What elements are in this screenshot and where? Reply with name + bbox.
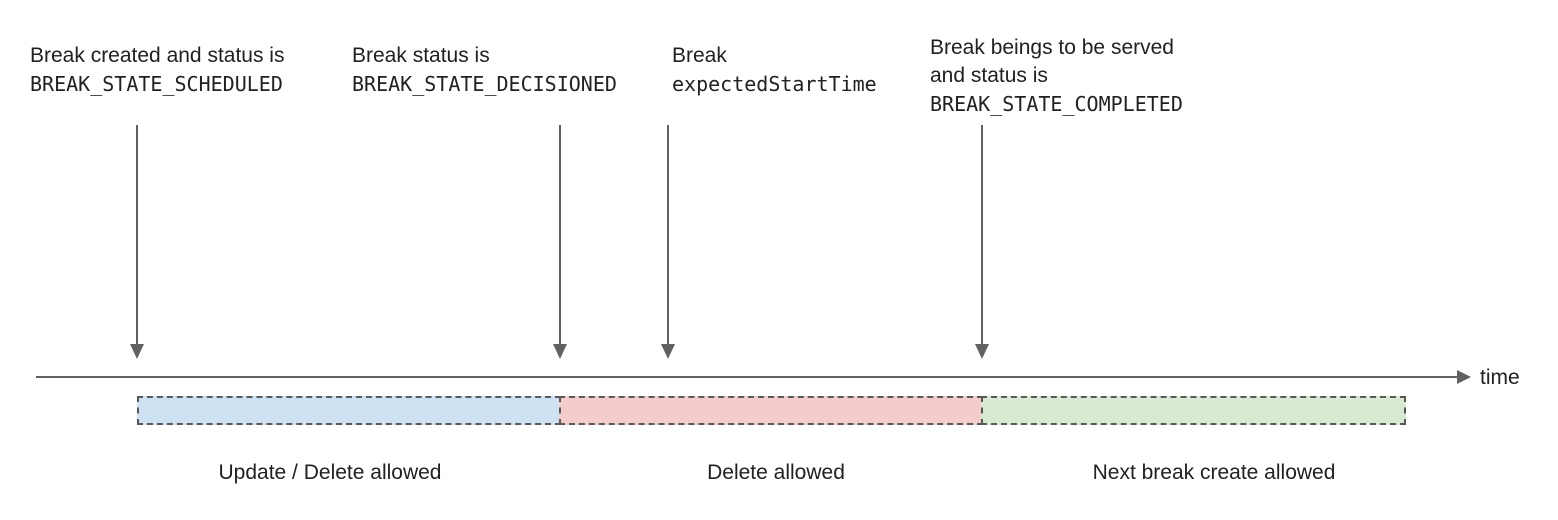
annotation-text: Break: [672, 44, 727, 67]
annotation-code: BREAK_STATE_SCHEDULED: [30, 72, 283, 96]
time-axis-label: time: [1480, 366, 1520, 389]
arrow-down-icon: [130, 344, 144, 359]
arrow-shaft: [559, 125, 561, 345]
arrow-down-icon: [661, 344, 675, 359]
arrow-shaft: [136, 125, 138, 345]
annotation-break-completed: Break beings to be served and status is …: [930, 34, 1183, 118]
annotation-text: Break status is: [352, 44, 490, 67]
time-axis-line: [36, 376, 1458, 378]
annotation-break-scheduled: Break created and status is BREAK_STATE_…: [30, 42, 284, 98]
arrow-shaft: [981, 125, 983, 345]
segment-label-delete: Delete allowed: [707, 461, 845, 484]
segment-label-update-delete: Update / Delete allowed: [218, 461, 442, 484]
annotation-text: Break beings to be served: [930, 36, 1174, 59]
arrow-right-icon: [1457, 370, 1471, 384]
annotation-code: expectedStartTime: [672, 72, 877, 96]
segment-label-next-break: Next break create allowed: [1092, 461, 1336, 484]
annotation-break-decisioned: Break status is BREAK_STATE_DECISIONED: [352, 42, 617, 98]
annotation-text: and status is: [930, 64, 1048, 87]
segment-next-break-create-allowed: [981, 396, 1406, 425]
segment-update-delete-allowed: [137, 396, 561, 425]
arrow-down-icon: [553, 344, 567, 359]
annotation-expected-start-time: Break expectedStartTime: [672, 42, 877, 98]
annotation-code: BREAK_STATE_COMPLETED: [930, 92, 1183, 116]
arrow-down-icon: [975, 344, 989, 359]
segment-delete-allowed: [559, 396, 983, 425]
arrow-shaft: [667, 125, 669, 345]
annotation-text: Break created and status is: [30, 44, 285, 67]
annotation-code: BREAK_STATE_DECISIONED: [352, 72, 617, 96]
